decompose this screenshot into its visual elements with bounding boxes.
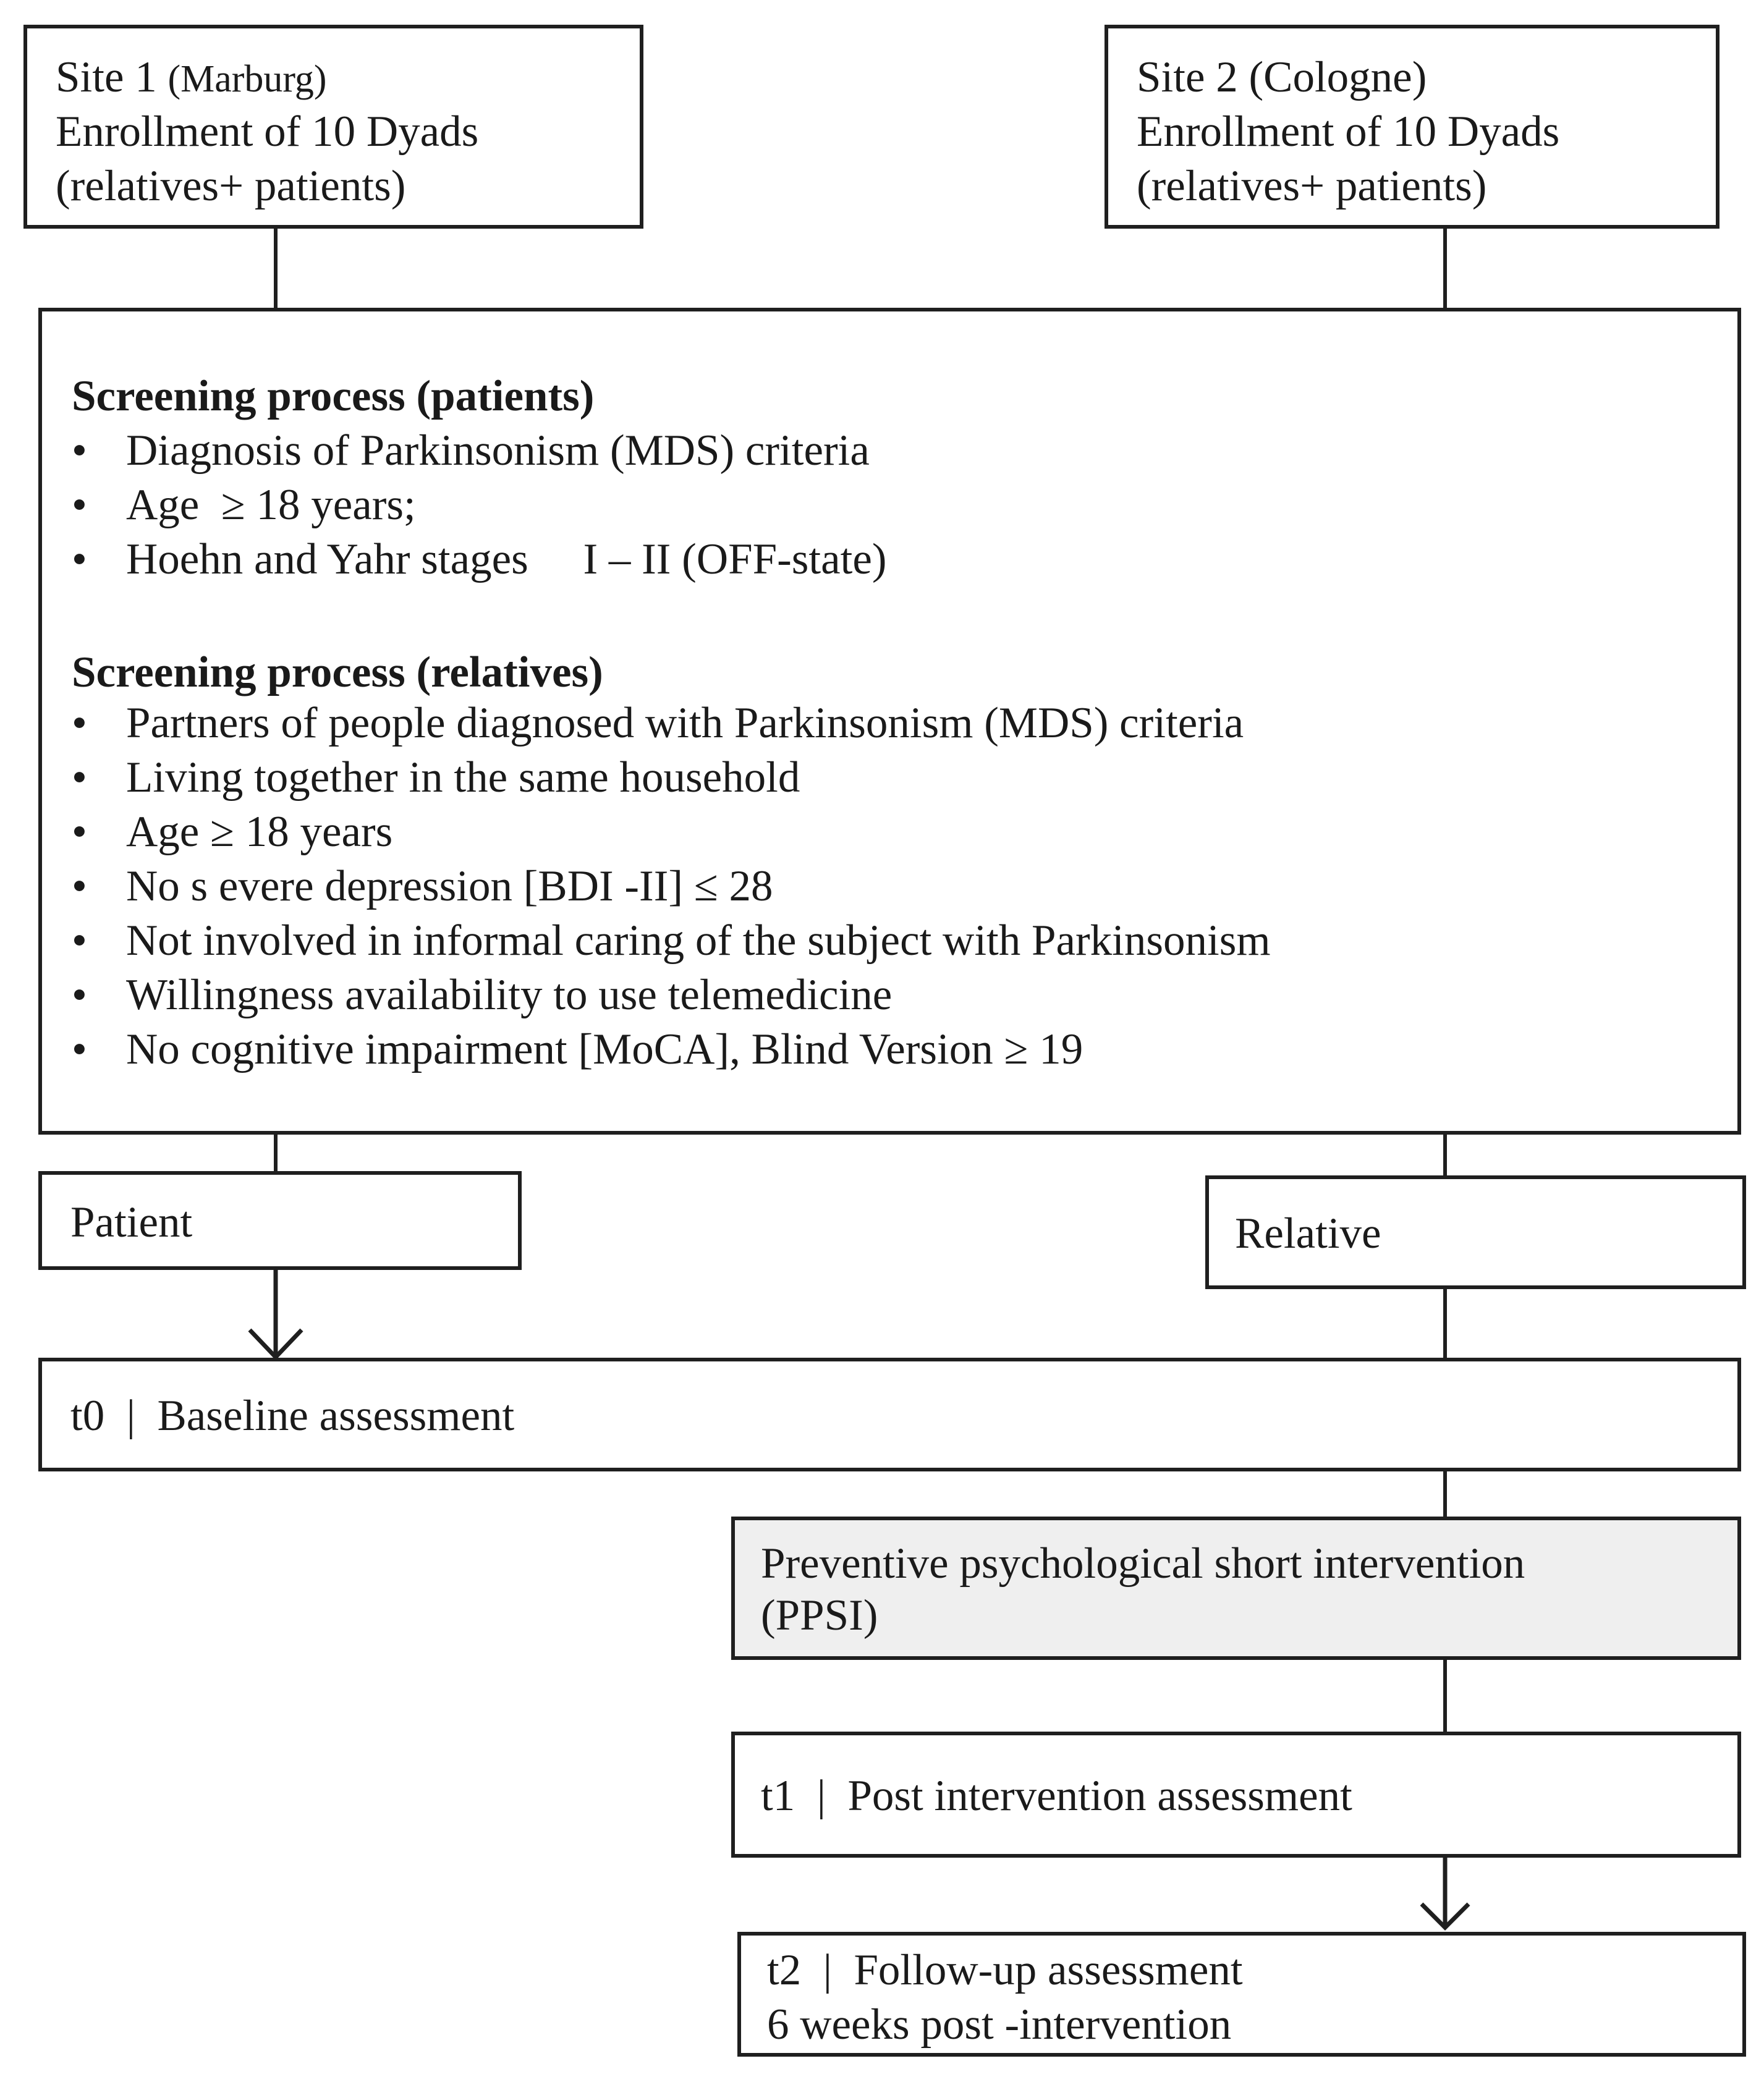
connector-t0-ppsi — [1443, 1468, 1447, 1518]
bullet: • — [72, 753, 87, 802]
connector-site1-screening — [274, 226, 278, 309]
criterion-item: • Age ≥ 18 years — [72, 805, 1271, 859]
criterion-item: • Not involved in informal caring of the … — [72, 913, 1271, 968]
bullet: • — [72, 481, 87, 529]
patient-box: Patient — [38, 1171, 522, 1270]
ppsi-line2: (PPSI) — [761, 1591, 878, 1640]
criterion-text: Hoehn and Yahr stages I – II (OFF-state) — [126, 535, 887, 583]
arrow-patient-to-t0 — [248, 1267, 303, 1361]
bullet: • — [72, 971, 87, 1019]
criterion-item: • Partners of people diagnosed with Parki… — [72, 696, 1271, 750]
t0-box: t0 | Baseline assessment — [38, 1358, 1741, 1471]
bullet: • — [72, 535, 87, 583]
connector-screening-relative — [1443, 1131, 1447, 1177]
criterion-text: Living together in the same household — [126, 753, 800, 802]
arrow-t1-to-t2 — [1420, 1854, 1470, 1931]
criterion-text: Partners of people diagnosed with Parkin… — [126, 699, 1244, 747]
criterion-item: • No cognitive impairment [MoCA], Blind V… — [72, 1022, 1271, 1077]
connector-ppsi-t1 — [1443, 1656, 1447, 1733]
bullet: • — [72, 426, 87, 475]
ppsi-box: Preventive psychological short intervent… — [731, 1517, 1741, 1660]
criterion-item: • Living together in the same household — [72, 750, 1271, 805]
bullet: • — [72, 862, 87, 910]
bullet: • — [72, 916, 87, 965]
criterion-item: • Diagnosis of Parkinsonism (MDS) criteri… — [72, 423, 886, 478]
relative-box: Relative — [1205, 1175, 1746, 1289]
t2-line2: 6 weeks post -intervention — [767, 2000, 1232, 2049]
criterion-item: • Willingness availability to use telemed… — [72, 968, 1271, 1022]
site1-box: Site 1 (Marburg) Enrollment of 10 Dyads … — [23, 25, 643, 229]
t2-box: t2 | Follow-up assessment 6 weeks post -… — [737, 1932, 1746, 2057]
connector-site2-screening — [1443, 226, 1447, 309]
screening-patients-list: • Diagnosis of Parkinsonism (MDS) criteri… — [72, 423, 886, 586]
ppsi-line1: Preventive psychological short intervent… — [761, 1539, 1525, 1588]
screening-box: Screening process (patients) • Diagnosis … — [38, 308, 1741, 1135]
bullet: • — [72, 1025, 87, 1073]
patient-label: Patient — [70, 1198, 193, 1246]
criterion-text: Willingness availability to use telemedi… — [126, 971, 893, 1019]
site2-title: Site 2 — [1137, 53, 1238, 101]
site2-enrollment: Enrollment of 10 Dyads — [1137, 108, 1560, 156]
screening-relatives-heading: Screening process (relatives) — [72, 648, 603, 696]
criterion-text: Not involved in informal caring of the s… — [126, 916, 1271, 965]
site1-title-line: Site 1 (Marburg) — [56, 50, 327, 106]
site2-participants: (relatives+ patients) — [1137, 162, 1487, 210]
t1-label: t1 | Post intervention assessment — [761, 1772, 1352, 1820]
site2-box: Site 2 (Cologne) Enrollment of 10 Dyads … — [1105, 25, 1719, 229]
criterion-item: • Age ≥ 18 years; — [72, 478, 886, 532]
criterion-text: No s evere depression [BDI -II] ≤ 28 — [126, 862, 773, 910]
site1-title: Site 1 — [56, 53, 157, 101]
relative-label: Relative — [1235, 1209, 1381, 1258]
t1-box: t1 | Post intervention assessment — [731, 1732, 1741, 1858]
site1-participants: (relatives+ patients) — [56, 162, 406, 210]
criterion-text: Age ≥ 18 years — [126, 808, 393, 856]
connector-relative-t0 — [1443, 1287, 1447, 1360]
connector-screening-patient — [274, 1131, 278, 1173]
t2-line1: t2 | Follow-up assessment — [767, 1946, 1243, 1994]
criterion-text: Age ≥ 18 years; — [126, 481, 416, 529]
bullet: • — [72, 699, 87, 747]
site1-enrollment: Enrollment of 10 Dyads — [56, 108, 479, 156]
criterion-item: • Hoehn and Yahr stages I – II (OFF-state… — [72, 532, 886, 586]
bullet: • — [72, 808, 87, 856]
site2-title-line: Site 2 (Cologne) — [1137, 50, 1427, 104]
criterion-text: No cognitive impairment [MoCA], Blind Ve… — [126, 1025, 1083, 1073]
criterion-text: Diagnosis of Parkinsonism (MDS) criteria — [126, 426, 870, 475]
screening-relatives-list: • Partners of people diagnosed with Parki… — [72, 696, 1271, 1077]
site1-city: (Marburg) — [167, 58, 327, 100]
criterion-item: • No s evere depression [BDI -II] ≤ 28 — [72, 859, 1271, 913]
site2-city: (Cologne) — [1249, 53, 1427, 101]
screening-patients-heading: Screening process (patients) — [72, 372, 595, 420]
t0-label: t0 | Baseline assessment — [70, 1392, 515, 1440]
